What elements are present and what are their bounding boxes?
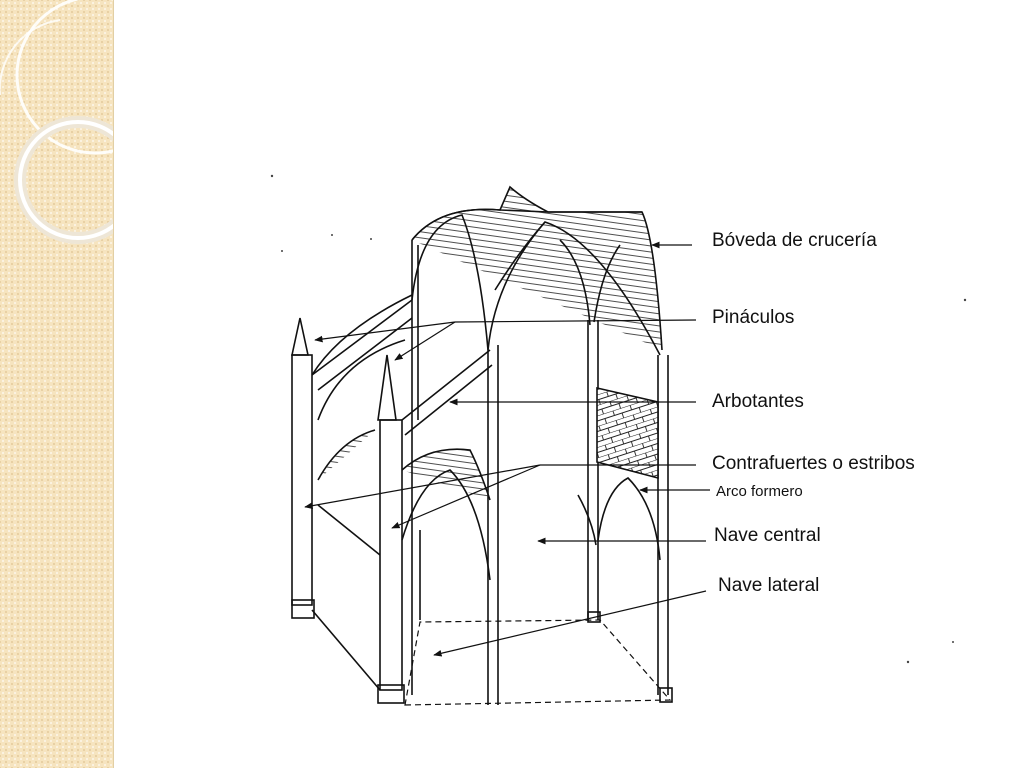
- ring-thick-highlight: [18, 120, 113, 240]
- arch-front-right: [487, 221, 661, 356]
- floor-plan-outline: [404, 619, 672, 706]
- leader-contrafuertes-a: [304, 464, 541, 509]
- aisle-floor-edge: [311, 609, 381, 691]
- leader-contrafuertes-b: [391, 464, 541, 529]
- pinnacle-middle-top: [377, 354, 397, 421]
- label-nave-lateral: Nave lateral: [718, 575, 819, 596]
- leader-pinaculos-b: [394, 321, 456, 361]
- decorative-rings: [0, 0, 113, 244]
- leader-lines: [304, 241, 710, 657]
- ring-large: [15, 0, 113, 155]
- decorative-side-band: [0, 0, 114, 768]
- buttress-middle: [379, 419, 403, 691]
- specks: [270, 174, 967, 664]
- flying-buttress-lower: [401, 349, 493, 436]
- aisle-wall-edge: [317, 504, 381, 556]
- aisle-arch: [401, 469, 491, 581]
- rib-3: [593, 244, 621, 323]
- leader-pinaculos-a: [314, 321, 456, 343]
- label-boveda: Bóveda de crucería: [712, 230, 877, 251]
- label-contrafuertes: Contrafuertes o estribos: [712, 453, 915, 474]
- column-back-base: [587, 611, 601, 623]
- buttress-left-base: [291, 599, 315, 619]
- back-rib-left: [577, 494, 597, 546]
- buttress-curve: [317, 339, 406, 421]
- arco-formero-drawing: [597, 477, 661, 561]
- buttress-middle-base: [377, 684, 405, 704]
- column-right-base: [659, 687, 673, 703]
- label-nave-central: Nave central: [714, 525, 821, 546]
- leader-nave-lateral: [433, 590, 707, 657]
- ring-arc: [0, 19, 61, 95]
- leader-pinaculos-main: [454, 319, 697, 323]
- aisle-vault-left: [317, 429, 376, 481]
- rib-2: [559, 239, 591, 326]
- arch-front-left: [411, 214, 489, 351]
- floor-plan: [404, 619, 672, 706]
- cathedral-structure: [291, 185, 673, 705]
- pinnacle-left-top: [291, 317, 309, 356]
- labels: Bóveda de crucería Pináculos Arbotantes …: [712, 230, 915, 596]
- label-arbotantes: Arbotantes: [712, 391, 804, 412]
- vault-ridge: [411, 208, 642, 241]
- label-arco-formero: Arco formero: [716, 483, 803, 500]
- rib-1: [494, 221, 546, 291]
- flying-buttress-upper: [311, 299, 413, 391]
- buttress-left: [291, 354, 313, 606]
- brick-wall: [596, 386, 659, 480]
- label-pinaculos: Pináculos: [712, 307, 794, 328]
- flying-buttress-arc-upper: [311, 294, 413, 376]
- aisle-vault-right: [401, 448, 491, 501]
